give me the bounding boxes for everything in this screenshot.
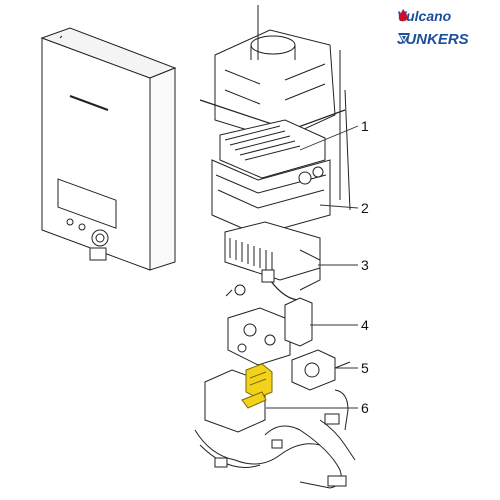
heater-casing (40, 27, 177, 271)
vulcano-wordmark: Vulcano (397, 8, 452, 24)
callout-3: 3 (361, 257, 369, 273)
part-1-flue-hood (199, 5, 351, 211)
part-1-heat-exchanger (211, 119, 331, 236)
junkers-logo: JUNKERS (397, 31, 469, 48)
leader-2 (319, 204, 359, 209)
flame-icon (398, 9, 408, 22)
part-5-water-valve (291, 349, 351, 391)
leader-lines (266, 125, 359, 409)
callout-5: 5 (361, 360, 369, 376)
vulcano-logo: Vulcano (397, 8, 451, 24)
part-3-burner (224, 221, 321, 301)
callout-6: 6 (361, 400, 369, 416)
callout-1: 1 (361, 118, 369, 134)
part-6-control-unit (204, 363, 273, 433)
callout-2: 2 (361, 200, 369, 216)
callout-4: 4 (361, 317, 369, 333)
leader-1 (299, 125, 359, 151)
chevron-logo-icon (398, 33, 410, 44)
junkers-wordmark: JUNKERS (397, 31, 469, 48)
part-4-gas-valve (225, 284, 313, 366)
wiring-harness (194, 389, 356, 489)
